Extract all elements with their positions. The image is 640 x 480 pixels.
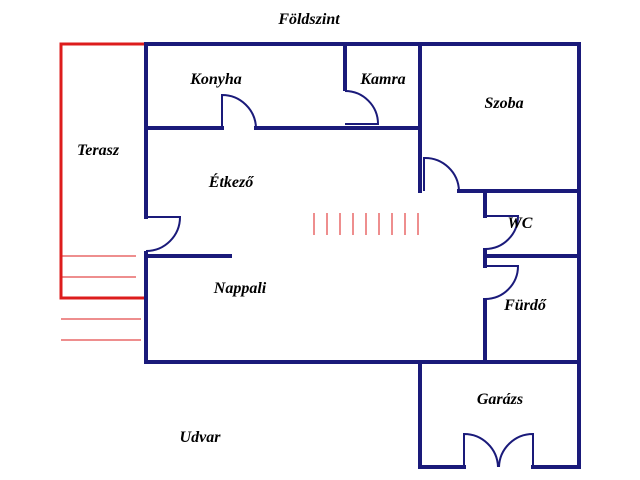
interior-stairs-icon — [313, 213, 419, 235]
room-label-etkezo: Étkező — [208, 172, 254, 191]
stair-steps-icon — [61, 255, 141, 341]
room-label-szoba: Szoba — [484, 95, 523, 112]
terrace-outline — [59, 42, 146, 300]
room-label-konyha: Konyha — [189, 71, 242, 88]
room-label-kamra: Kamra — [359, 71, 405, 88]
room-label-furdo: Fürdő — [503, 297, 547, 314]
room-label-wc: WC — [508, 215, 533, 232]
room-label-nappali: Nappali — [213, 280, 267, 297]
room-label-garazs: Garázs — [477, 391, 523, 408]
area-label-udvar: Udvar — [180, 429, 222, 446]
door-swing-icon — [145, 90, 534, 468]
plan-title: Földszint — [277, 11, 340, 28]
room-label-terasz: Terasz — [77, 142, 120, 159]
walls — [144, 42, 581, 469]
